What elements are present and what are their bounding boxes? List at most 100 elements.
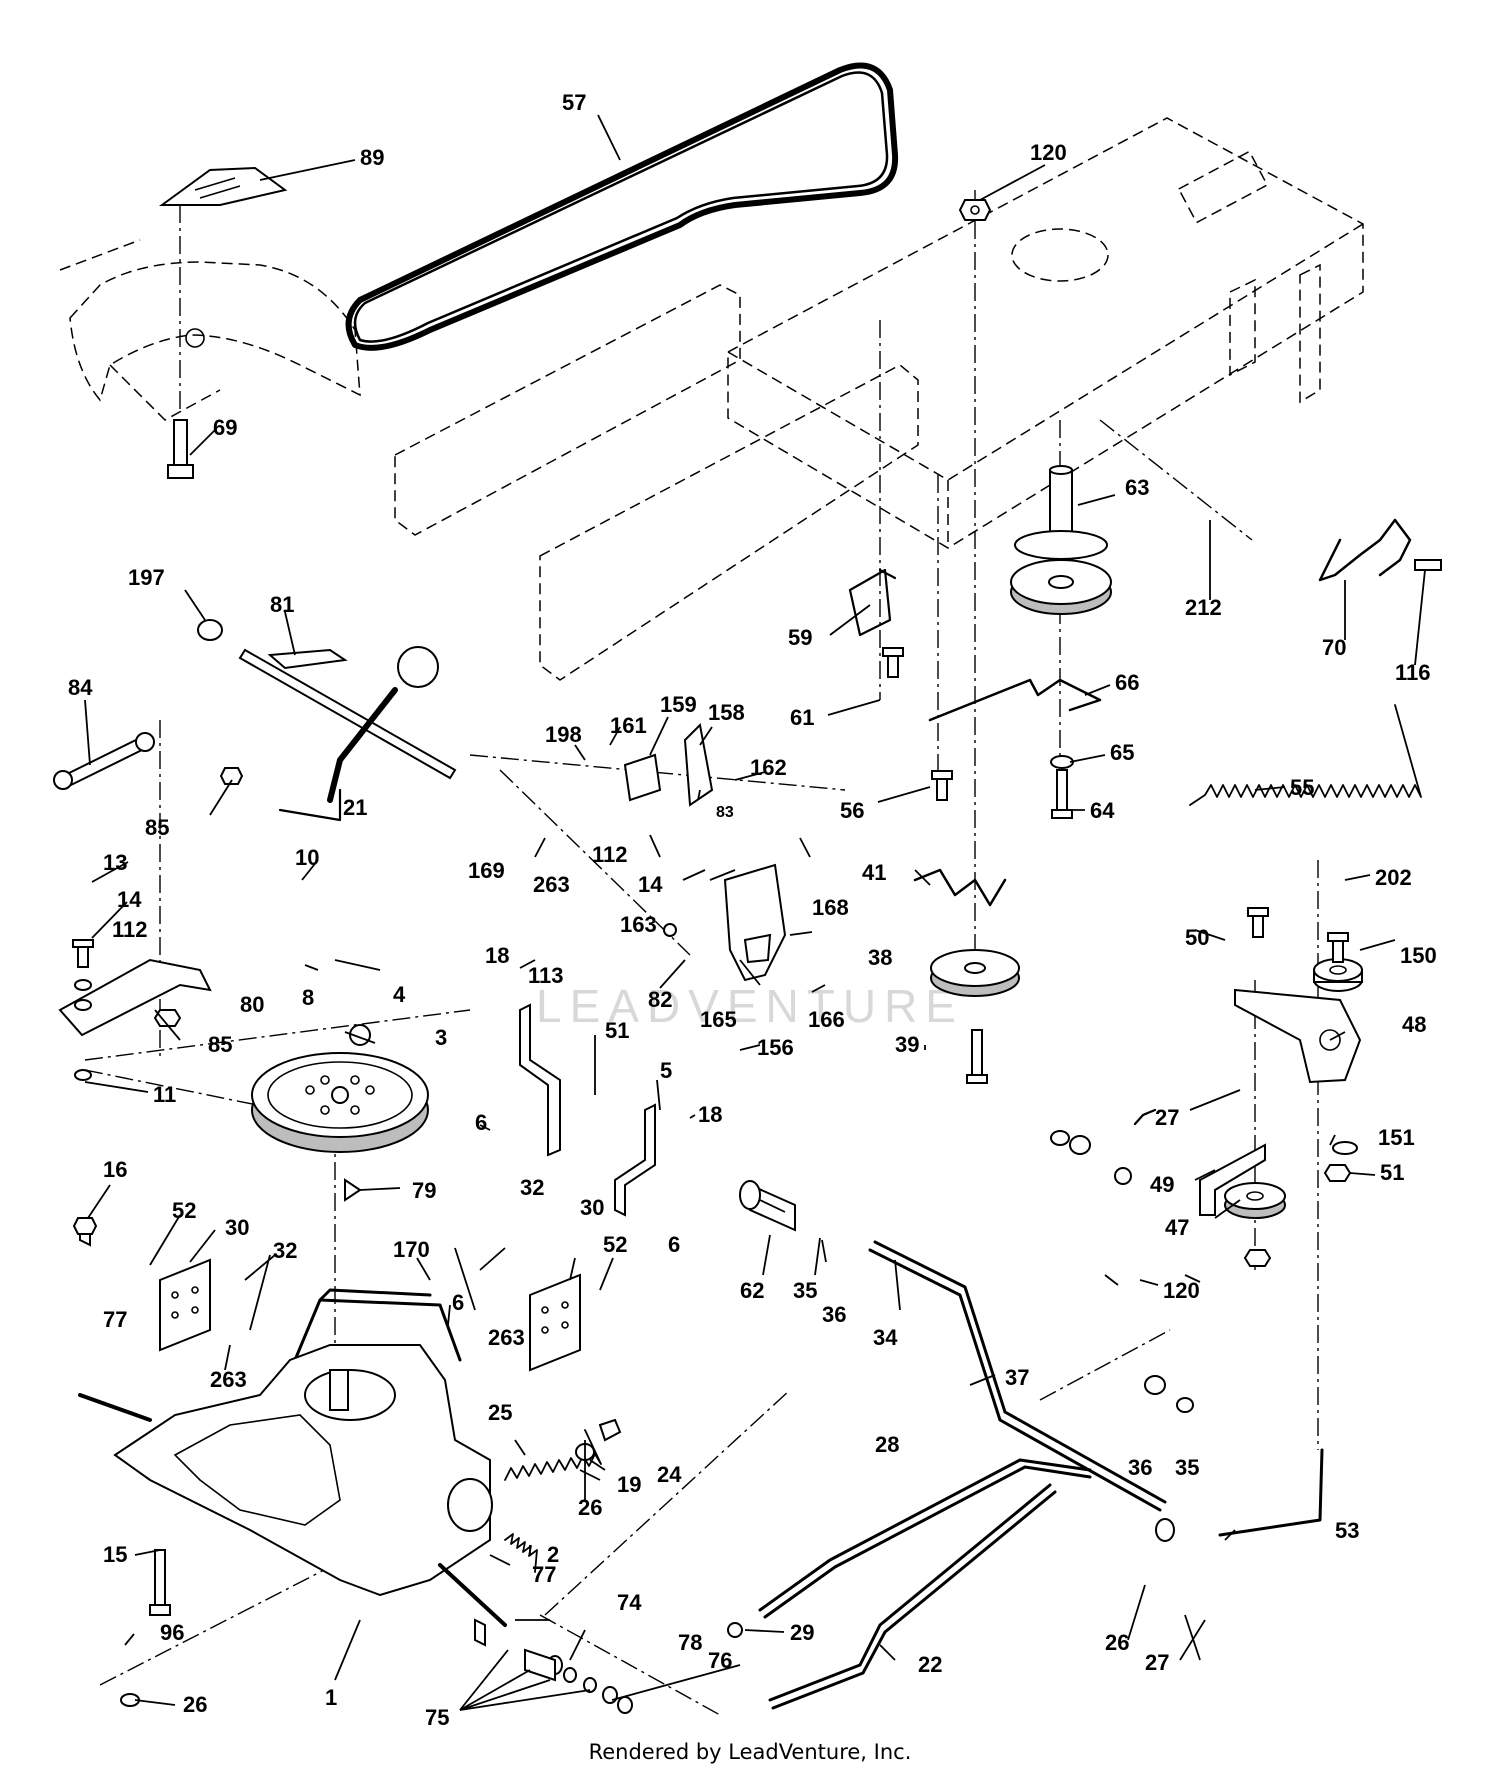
callout-55: 55: [1290, 775, 1314, 800]
callout-79: 79: [412, 1178, 436, 1203]
part-59-clip: [848, 568, 897, 637]
callout-61: 61: [790, 705, 814, 730]
callout-27: 27: [1145, 1650, 1169, 1675]
part-34-shift-rod: [868, 1240, 1167, 1512]
callout-14: 14: [638, 872, 663, 897]
rear-fender: [59, 239, 361, 421]
callout-28: 28: [875, 1432, 899, 1457]
callout-18: 18: [485, 943, 509, 968]
callout-263: 263: [488, 1325, 525, 1350]
callout-169: 169: [468, 858, 505, 883]
part-66-rod: [928, 678, 1102, 722]
part-69-bolt: [167, 419, 194, 479]
callout-77: 77: [532, 1562, 556, 1587]
part-30-bracket-left: [159, 1258, 211, 1352]
callout-26: 26: [578, 1495, 602, 1520]
part-80-bracket: [58, 958, 212, 1037]
callout-15: 15: [103, 1542, 127, 1567]
callout-35: 35: [793, 1278, 817, 1303]
callout-1: 1: [325, 1685, 337, 1710]
callout-35: 35: [1175, 1455, 1199, 1480]
part-21-knob: [278, 646, 439, 822]
callout-170: 170: [393, 1237, 430, 1262]
callout-81: 81: [270, 592, 294, 617]
part-165-arm: [723, 863, 787, 982]
callout-4: 4: [393, 982, 406, 1007]
part-22-rod: [768, 1483, 1057, 1710]
callout-78: 78: [678, 1630, 702, 1655]
part-150-spacer: [1313, 958, 1363, 992]
callout-30: 30: [225, 1215, 249, 1240]
callout-26: 26: [183, 1692, 207, 1717]
part-55-spring: [1189, 704, 1422, 806]
callout-161: 161: [610, 713, 647, 738]
callout-18: 18: [698, 1102, 722, 1127]
callout-39: 39: [895, 1032, 919, 1057]
callout-96: 96: [160, 1620, 184, 1645]
part-158-bracket: [683, 722, 714, 807]
callout-165: 165: [700, 1007, 737, 1032]
callout-63: 63: [1125, 475, 1149, 500]
part-62-bushing: [739, 1180, 796, 1232]
callout-48: 48: [1402, 1012, 1426, 1037]
callout-166: 166: [808, 1007, 845, 1032]
callout-80: 80: [240, 992, 264, 1017]
part-2-spring: [504, 1533, 538, 1573]
callout-76: 76: [708, 1648, 732, 1673]
callout-168: 168: [812, 895, 849, 920]
callout-3: 3: [435, 1025, 447, 1050]
part-89-plate: [158, 166, 288, 206]
callout-120: 120: [1030, 140, 1067, 165]
callout-162: 162: [750, 755, 787, 780]
callout-120: 120: [1163, 1278, 1200, 1303]
callout-159: 159: [660, 692, 697, 717]
part-63-spindle-pulley: [1010, 465, 1112, 615]
part-30-bracket-right: [529, 1273, 581, 1372]
callout-41: 41: [862, 860, 886, 885]
callout-36: 36: [1128, 1455, 1152, 1480]
callout-49: 49: [1150, 1172, 1174, 1197]
callout-25: 25: [488, 1400, 512, 1425]
callout-leaders: [84, 114, 1426, 1711]
callout-10: 10: [295, 845, 319, 870]
callout-13: 13: [103, 850, 127, 875]
callout-19: 19: [617, 1472, 641, 1497]
callout-26: 26: [1105, 1630, 1129, 1655]
callout-85: 85: [208, 1032, 232, 1057]
callout-113: 113: [528, 963, 564, 988]
callout-16: 16: [103, 1157, 127, 1182]
callout-198: 198: [545, 722, 582, 747]
callout-47: 47: [1165, 1215, 1189, 1240]
callout-51: 51: [605, 1018, 629, 1043]
callout-116: 116: [1395, 660, 1431, 685]
callout-51: 51: [1380, 1160, 1404, 1185]
part-38-idler-pulley: [930, 949, 1020, 997]
callout-5: 5: [660, 1058, 672, 1083]
callout-263: 263: [533, 872, 570, 897]
callout-8: 8: [302, 985, 314, 1010]
callout-21: 21: [343, 795, 367, 820]
callout-57: 57: [562, 90, 586, 115]
callout-158: 158: [708, 700, 745, 725]
part-113-bracket: [519, 1003, 561, 1157]
callout-53: 53: [1335, 1518, 1359, 1543]
callout-89: 89: [360, 145, 384, 170]
callout-24: 24: [657, 1462, 682, 1487]
callout-22: 22: [918, 1652, 942, 1677]
callout-59: 59: [788, 625, 812, 650]
part-3-transmission-pulley: [251, 1052, 429, 1153]
callout-56: 56: [840, 798, 864, 823]
callout-112: 112: [112, 917, 148, 942]
chassis-frame: [394, 117, 1364, 681]
part-170-rod: [293, 1288, 462, 1362]
callout-163: 163: [620, 912, 657, 937]
callout-64: 64: [1090, 798, 1115, 823]
part-84-shaft: [53, 732, 155, 790]
callout-77: 77: [103, 1307, 127, 1332]
callout-34: 34: [873, 1325, 898, 1350]
callout-75: 75: [425, 1705, 449, 1730]
callout-62: 62: [740, 1278, 764, 1303]
callout-85: 85: [145, 815, 169, 840]
callout-labels: 57 89 120 69 63 212 70 116 197 81 59 84 …: [68, 90, 1437, 1730]
